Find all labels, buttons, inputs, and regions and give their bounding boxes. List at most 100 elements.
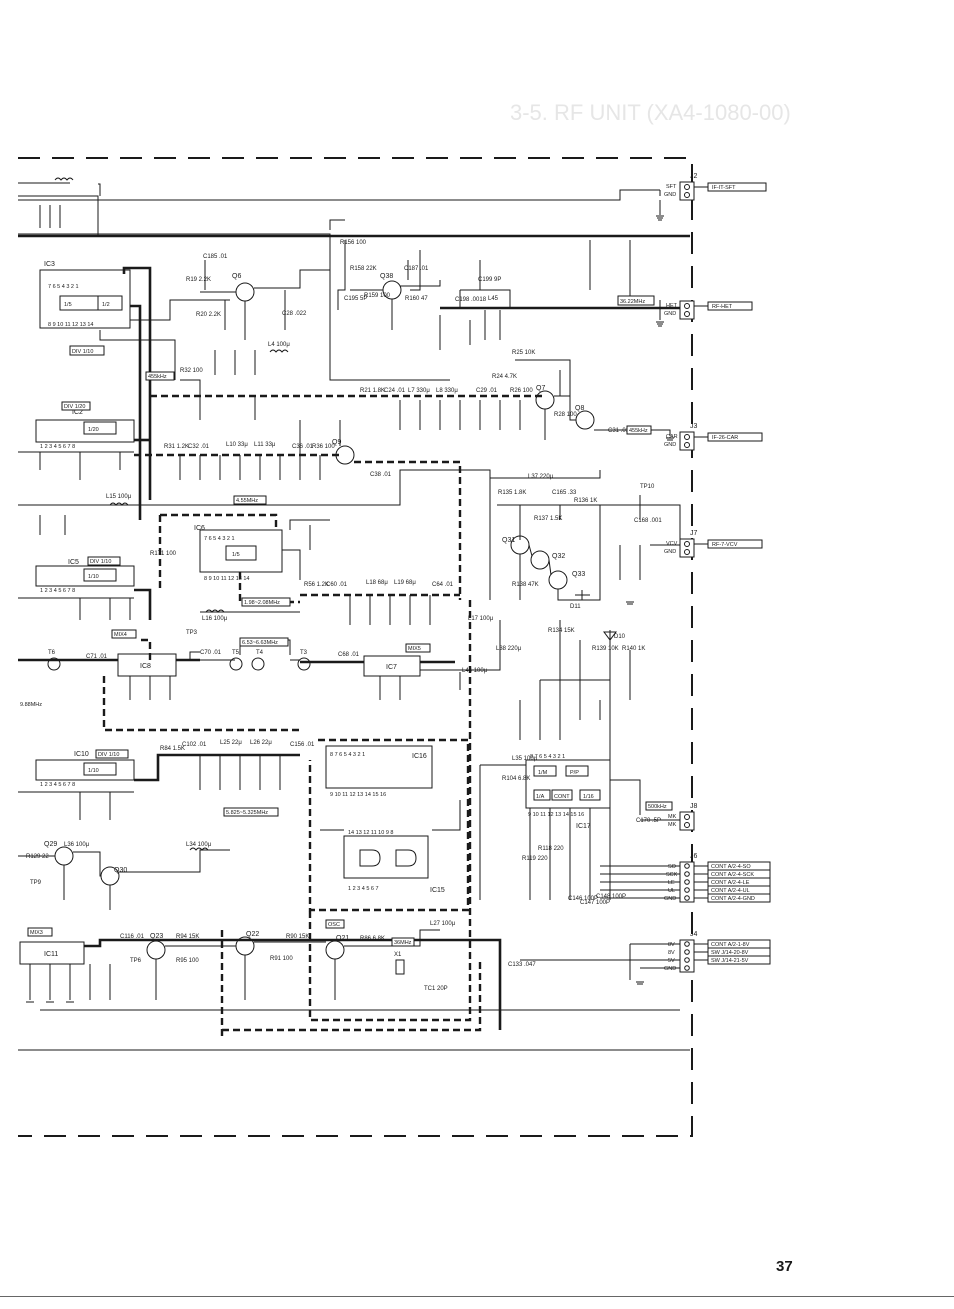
svg-text:C147 100P: C147 100P [580, 900, 610, 906]
svg-text:D11: D11 [570, 604, 581, 610]
connector-j2: J2 SFT GND IF-IT-SFT [664, 173, 767, 201]
455khz-row: 455kHz R32 100 R21 1.8K C24 .01 L7 330μ … [145, 350, 671, 440]
svg-text:C32 .01: C32 .01 [188, 444, 210, 450]
svg-text:L17 100μ: L17 100μ [468, 616, 494, 622]
bottom-rule [0, 1296, 954, 1297]
svg-text:D10: D10 [614, 634, 626, 640]
svg-text:500kHz: 500kHz [648, 804, 667, 810]
svg-text:P/P: P/P [570, 770, 579, 776]
svg-text:L46 100μ: L46 100μ [462, 668, 488, 674]
svg-text:RF-7-VCV: RF-7-VCV [712, 542, 738, 548]
svg-text:R56 1.2K: R56 1.2K [304, 582, 329, 588]
svg-text:SW J/14-21-5V: SW J/14-21-5V [711, 958, 749, 964]
svg-text:J2: J2 [690, 173, 698, 180]
svg-text:1/16: 1/16 [583, 794, 594, 800]
svg-text:5.825~5.325MHz: 5.825~5.325MHz [226, 810, 268, 816]
svg-text:TP6: TP6 [130, 958, 142, 964]
svg-text:L16 100μ: L16 100μ [202, 616, 228, 622]
ic17-block: 1/M P/P 1/A CONT 1/16 8 7 6 5 4 3 2 1 9 … [479, 754, 661, 906]
connector-j8: J8 MK MK 500kHz [640, 801, 698, 831]
svg-text:GND: GND [664, 966, 676, 972]
q38-area: Q38 R156 100 R158 22K C187 .01 C199 9P C… [340, 240, 690, 350]
svg-text:Q22: Q22 [246, 931, 259, 938]
svg-text:L36 100μ: L36 100μ [64, 842, 90, 848]
svg-text:455kHz: 455kHz [629, 428, 648, 434]
svg-text:R90 15K: R90 15K [286, 934, 309, 940]
svg-text:T5: T5 [232, 650, 240, 656]
svg-text:CONT A/2-1-8V: CONT A/2-1-8V [711, 942, 750, 948]
svg-text:CONT: CONT [554, 794, 570, 800]
svg-text:Q9: Q9 [332, 439, 341, 446]
svg-text:C68 .01: C68 .01 [338, 652, 360, 658]
svg-text:C70 .01: C70 .01 [200, 650, 222, 656]
svg-text:R95 100: R95 100 [176, 958, 199, 964]
svg-text:L45: L45 [488, 296, 499, 302]
svg-text:R32 100: R32 100 [180, 368, 203, 374]
svg-text:R31 1.2K: R31 1.2K [164, 444, 189, 450]
ic16-ic15-section: IC16 8 7 6 5 4 3 2 1 9 10 11 12 13 14 15… [308, 738, 470, 912]
svg-text:TP9: TP9 [30, 880, 42, 886]
svg-text:R86 6.8K: R86 6.8K [360, 936, 385, 942]
svg-text:R24 4.7K: R24 4.7K [492, 374, 517, 380]
svg-text:IC15: IC15 [430, 887, 445, 894]
svg-text:R134 15K: R134 15K [548, 628, 575, 634]
ic3-inner-2: 1/2 [102, 302, 110, 308]
ic3-pins-bottom: 8 9 10 11 12 13 14 [48, 322, 93, 328]
svg-text:1 2 3 4 5 6 7 8: 1 2 3 4 5 6 7 8 [40, 444, 75, 450]
svg-text:L18 68μ: L18 68μ [366, 580, 388, 586]
svg-text:RF-HET: RF-HET [712, 304, 733, 310]
ic2-block: IC2 DIV 1/20 1/20 1 2 3 4 5 6 7 8 [18, 401, 150, 480]
svg-text:CONT A/2-4-SCK: CONT A/2-4-SCK [711, 872, 754, 878]
svg-text:T4: T4 [256, 650, 264, 656]
svg-text:L26 22μ: L26 22μ [250, 740, 272, 746]
q29-q30-area: Q29 Q30 L34 100μ L36 100μ R129 22 TP9 [18, 841, 230, 910]
svg-text:1/10: 1/10 [88, 574, 99, 580]
ghost-header: 3-5. RF UNIT (XA4-1080-00) [510, 100, 791, 125]
connector-j7: J7 VCV GND RF-7-VCV [664, 530, 763, 558]
svg-text:SW J/14-20-8V: SW J/14-20-8V [711, 950, 749, 956]
svg-text:UL: UL [668, 888, 675, 894]
svg-text:R139 10K: R139 10K [592, 646, 619, 652]
svg-text:TP3: TP3 [186, 630, 198, 636]
svg-text:R140 1K: R140 1K [622, 646, 645, 652]
svg-text:C36 .01: C36 .01 [292, 444, 314, 450]
svg-text:GND: GND [664, 311, 676, 317]
svg-text:C165 .33: C165 .33 [552, 490, 577, 496]
svg-text:1/M: 1/M [538, 770, 548, 776]
svg-text:Q33: Q33 [572, 571, 585, 578]
svg-text:R20 2.2K: R20 2.2K [196, 312, 221, 318]
svg-text:C24 .01: C24 .01 [384, 388, 406, 394]
svg-text:IC10: IC10 [74, 751, 89, 758]
svg-text:IC16: IC16 [412, 753, 427, 760]
ic3-pins-top: 7 6 5 4 3 2 1 [48, 284, 79, 290]
svg-text:8V: 8V [668, 950, 675, 956]
svg-text:8 7 6 5 4 3 2 1: 8 7 6 5 4 3 2 1 [530, 754, 565, 760]
svg-text:C168 .001: C168 .001 [634, 518, 662, 524]
svg-text:L34 100μ: L34 100μ [186, 842, 212, 848]
svg-text:IF-IT-SFT: IF-IT-SFT [712, 185, 736, 191]
svg-text:R94 15K: R94 15K [176, 934, 199, 940]
connector-j4: J4 8V 8V 5V GND CONT A/2-1-8V SW J/14-20… [520, 931, 771, 980]
svg-text:L35 100μ: L35 100μ [512, 756, 538, 762]
ic5-block: IC5 DIV 1/10 1/10 1 2 3 4 5 6 7 8 [18, 556, 152, 620]
svg-text:R28 100: R28 100 [554, 412, 577, 418]
trunk-wire-a [308, 600, 472, 1022]
svg-text:DIV 1/20: DIV 1/20 [64, 404, 85, 410]
svg-text:T3: T3 [300, 650, 308, 656]
svg-text:8V: 8V [668, 942, 675, 948]
board-frame [18, 157, 693, 1137]
svg-text:GND: GND [664, 549, 676, 555]
svg-text:J4: J4 [690, 931, 698, 938]
l25-l26-row: R84 1.5K C102 .01 L25 22μ L26 22μ C156 .… [20, 702, 315, 817]
svg-text:Q30: Q30 [114, 867, 127, 874]
svg-text:1 2 3 4 5 6 7: 1 2 3 4 5 6 7 [348, 886, 379, 892]
svg-text:R137 1.5K: R137 1.5K [534, 516, 562, 522]
svg-text:8 9 10 11 12 13 14: 8 9 10 11 12 13 14 [204, 576, 249, 582]
svg-text:R135 1.8K: R135 1.8K [498, 490, 526, 496]
svg-text:L15 100μ: L15 100μ [106, 494, 132, 500]
ic3-tag: DIV 1/10 [72, 349, 93, 355]
svg-text:R158 22K: R158 22K [350, 266, 377, 272]
svg-text:LE: LE [668, 880, 675, 886]
svg-text:1/5: 1/5 [232, 552, 240, 558]
